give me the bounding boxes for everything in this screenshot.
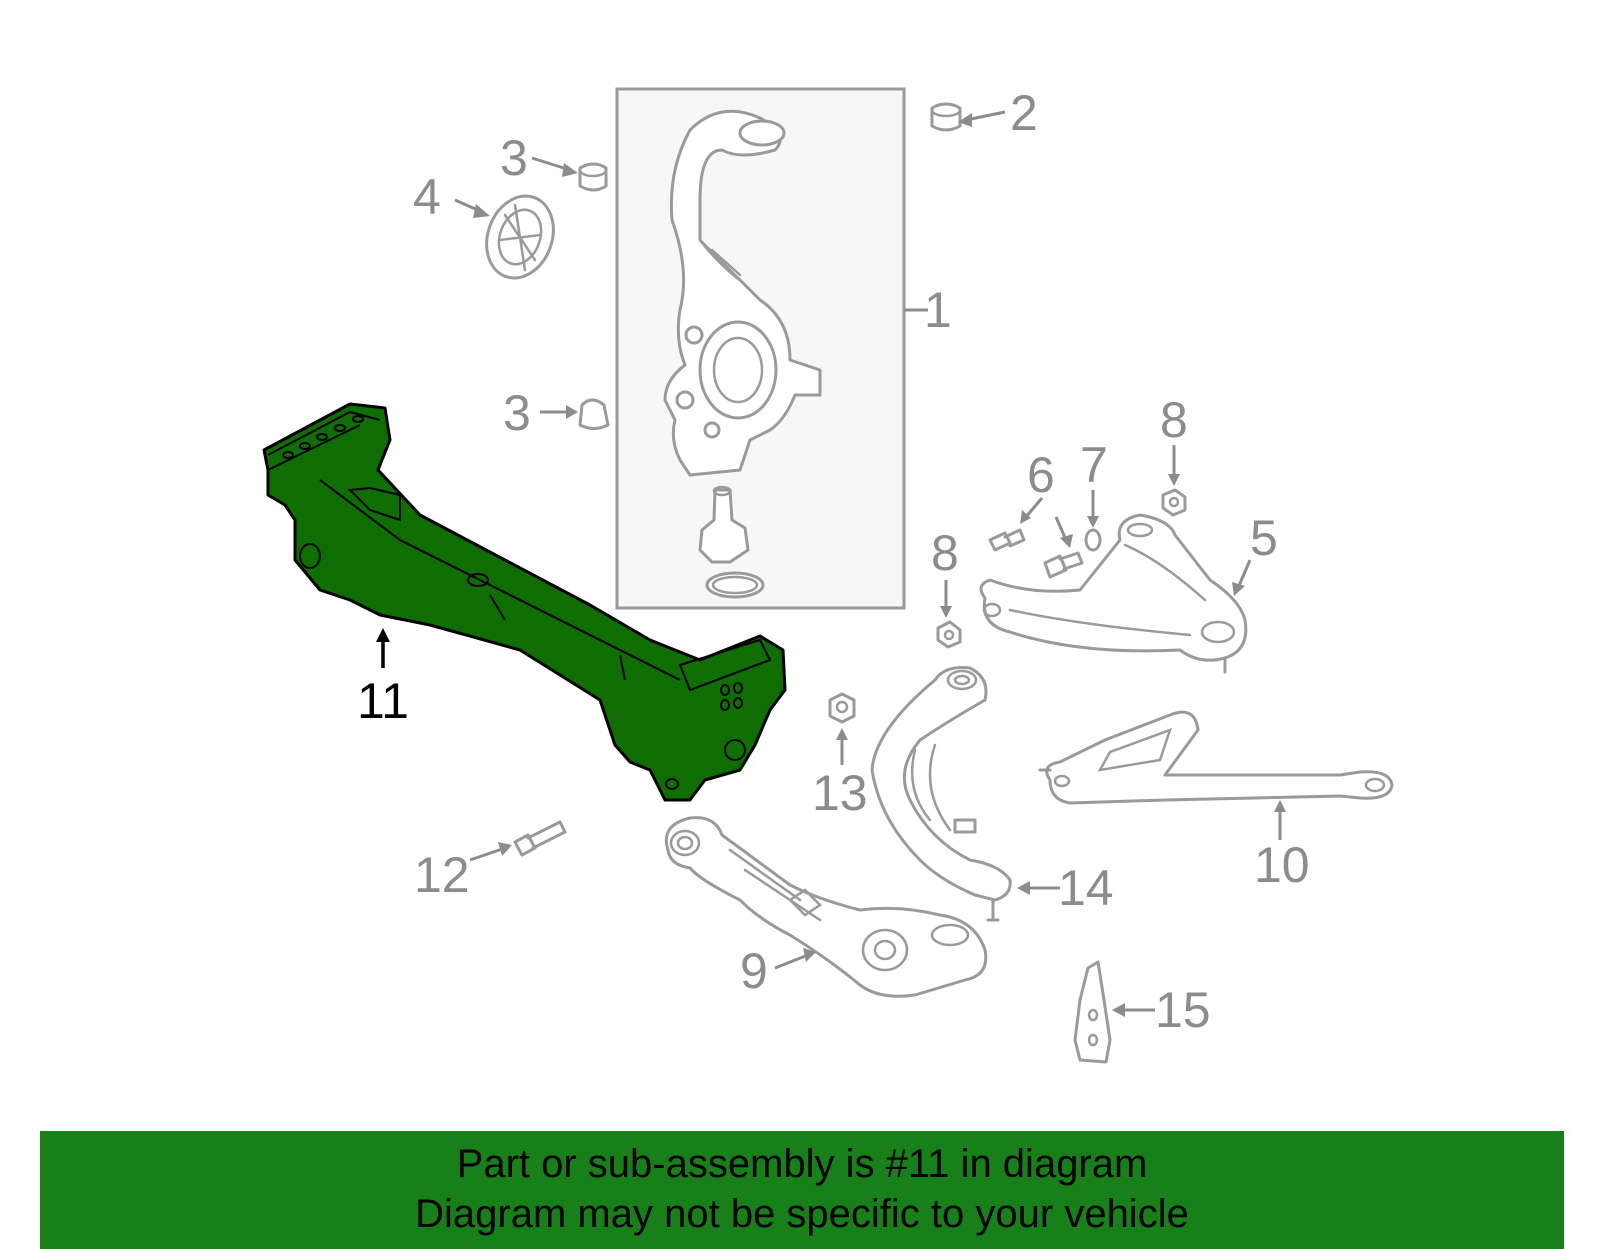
part-12-group[interactable]: 12 [414,820,567,903]
footer-line-1: Part or sub-assembly is #11 in diagram [456,1142,1148,1186]
part-10-group[interactable]: 10 [1038,710,1394,893]
part-2-group[interactable]: 2 [930,85,1038,141]
callout-10: 10 [1254,837,1310,893]
part-9-group[interactable]: 9 [664,816,988,999]
callout-12: 12 [414,847,470,903]
part-3b-group[interactable]: 3 [503,385,610,441]
part-8b-group[interactable]: 8 [931,525,962,649]
callout-2: 2 [1010,85,1038,141]
callout-7: 7 [1080,437,1108,493]
footer-banner: Part or sub-assembly is #11 in diagram D… [40,1131,1564,1249]
callout-14: 14 [1058,860,1114,916]
part-7-washer[interactable] [1084,528,1102,552]
callout-4: 4 [413,169,441,225]
callout-5: 5 [1250,510,1278,566]
upper-control-arm[interactable] [979,513,1248,662]
ball-joint[interactable] [698,488,750,564]
callout-9: 9 [740,943,768,999]
callout-3a: 3 [500,130,528,186]
part-15-bracket[interactable] [1073,960,1112,1064]
part-3b-bushing[interactable] [578,398,610,430]
footer-line-2: Diagram may not be specific to your vehi… [415,1192,1189,1236]
part-5-group[interactable]: 5 [979,510,1278,674]
callout-8a: 8 [1160,392,1188,448]
part-3a-group[interactable]: 3 [500,130,608,192]
part-11-group[interactable]: 11 [262,402,787,802]
part-8a-group[interactable]: 8 [1160,392,1188,517]
part-4-group[interactable]: 4 [413,169,564,287]
part-1-group[interactable]: 1 [615,87,952,610]
callout-1: 1 [924,282,952,338]
part-14-group[interactable]: 14 [870,666,1114,922]
part-7-group[interactable]: 7 [1080,437,1108,552]
part-6-group[interactable]: 6 [988,447,1084,579]
part-13-nut[interactable] [828,692,856,724]
callout-6: 6 [1027,447,1055,503]
part-8b-nut[interactable] [936,620,962,649]
callout-11: 11 [357,673,409,729]
part-13-group[interactable]: 13 [812,692,868,821]
lower-link-arm[interactable] [870,666,1012,902]
part-8a-nut[interactable] [1161,488,1187,517]
part-15-group[interactable]: 15 [1073,960,1211,1064]
part-6-bolt-a[interactable] [988,528,1026,552]
part-6-bolt-b[interactable] [1043,551,1084,579]
callout-3b: 3 [503,385,531,441]
callout-15: 15 [1155,982,1211,1038]
callout-8b: 8 [931,525,959,581]
part-12-bolt[interactable] [513,820,567,857]
tension-rod[interactable] [1045,710,1394,805]
callout-13: 13 [812,765,868,821]
